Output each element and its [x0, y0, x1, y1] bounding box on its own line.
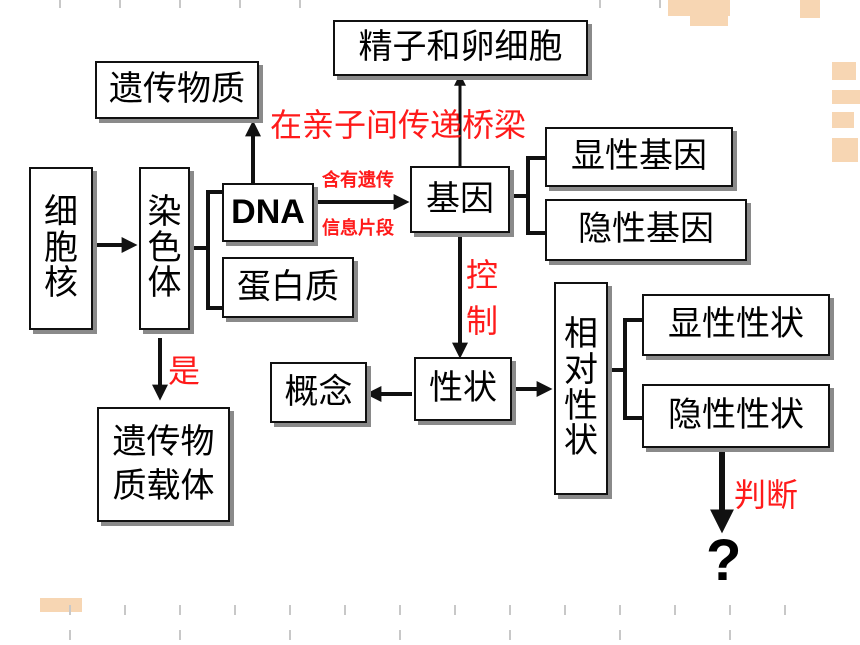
node-genetic-carrier-line: 遗传物 — [112, 421, 215, 462]
node-genetic-carrier-line: 质载体 — [112, 465, 215, 506]
node-recessive-trait: 隐性性状 — [642, 384, 830, 448]
node-dominant-trait: 显性性状 — [642, 294, 830, 356]
node-chromosome: 染 色 体 — [139, 167, 190, 330]
node-dna: DNA — [222, 183, 314, 242]
node-chromosome-char: 体 — [147, 263, 182, 304]
node-cell-nucleus: 细 胞 核 — [29, 167, 93, 330]
node-sperm-egg-label: 精子和卵细胞 — [358, 27, 563, 68]
node-relative-trait-char: 相 — [564, 314, 598, 355]
brace-gene — [526, 156, 545, 235]
label-contains-info-line1: 含有遗传 — [322, 170, 394, 191]
node-relative-trait: 相 对 性 状 — [554, 282, 608, 495]
node-genetic-material: 遗传物质 — [95, 61, 259, 119]
node-cell-nucleus-char: 核 — [44, 263, 78, 304]
brace-chromosome — [206, 190, 222, 310]
label-contains-info-line2: 信息片段 — [322, 218, 394, 239]
node-relative-trait-char: 对 — [564, 349, 598, 390]
node-recessive-gene: 隐性基因 — [545, 199, 747, 261]
node-cell-nucleus-char: 细 — [44, 191, 78, 232]
node-dominant-trait-label: 显性性状 — [668, 304, 804, 345]
label-bridge: 在亲子间传递桥梁 — [270, 106, 527, 144]
node-protein-label: 蛋白质 — [237, 266, 339, 307]
node-relative-trait-char: 性 — [564, 385, 598, 426]
node-genetic-material-label: 遗传物质 — [109, 69, 245, 110]
node-recessive-trait-label: 隐性性状 — [668, 395, 804, 436]
node-dominant-gene: 显性基因 — [545, 127, 733, 187]
label-is: 是 — [168, 352, 201, 390]
brace-relative-trait — [623, 318, 642, 420]
node-trait-label: 性状 — [429, 368, 497, 409]
node-dominant-gene-label: 显性基因 — [571, 136, 707, 177]
node-gene: 基因 — [410, 166, 510, 233]
node-concept-label: 概念 — [284, 371, 353, 412]
node-sperm-egg: 精子和卵细胞 — [333, 20, 588, 76]
node-cell-nucleus-char: 胞 — [44, 227, 78, 268]
node-relative-trait-char: 状 — [564, 421, 598, 462]
node-trait: 性状 — [414, 357, 512, 421]
node-protein: 蛋白质 — [222, 257, 354, 318]
node-concept: 概念 — [270, 362, 367, 423]
node-gene-label: 基因 — [426, 178, 494, 219]
node-recessive-gene-label: 隐性基因 — [578, 209, 714, 250]
node-dna-label: DNA — [231, 192, 305, 231]
label-judge: 判断 — [734, 476, 799, 514]
node-genetic-carrier: 遗传物 质载体 — [97, 407, 230, 522]
label-control-2: 制 — [466, 302, 499, 340]
node-chromosome-char: 染 — [147, 191, 182, 232]
node-chromosome-char: 色 — [147, 227, 182, 268]
question-mark: ? — [706, 528, 742, 593]
label-control-1: 控 — [466, 256, 499, 294]
